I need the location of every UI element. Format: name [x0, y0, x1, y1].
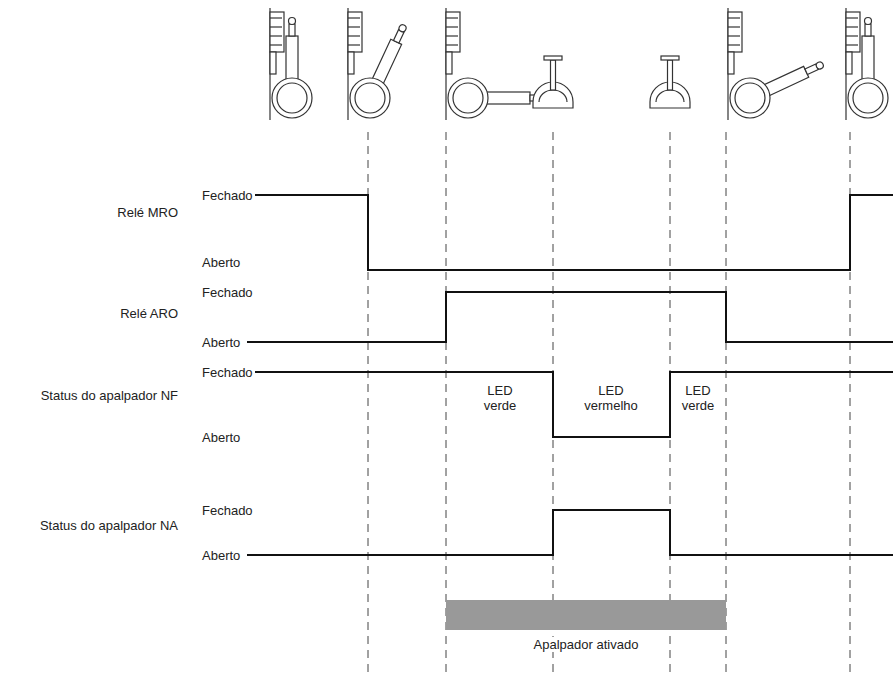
level-label: Aberto	[200, 255, 242, 270]
level-label: Fechado	[200, 503, 255, 518]
signal-trace	[247, 292, 893, 342]
activation-band: Apalpador ativado	[446, 600, 726, 630]
led-label: LED verde	[474, 383, 526, 413]
signal-name: Status do apalpador NF	[39, 388, 180, 403]
signal-name: Relé ARO	[118, 306, 180, 321]
level-label: Fechado	[200, 188, 255, 203]
level-label: Fechado	[200, 285, 255, 300]
led-label: LED vermelho	[577, 383, 645, 413]
probe-icon	[270, 8, 312, 120]
level-label: Fechado	[200, 365, 255, 380]
signal-name: Status do apalpador NA	[38, 518, 180, 533]
guide-line	[446, 132, 447, 674]
probe-icon	[728, 8, 825, 120]
signal-trace	[247, 372, 893, 437]
signal-trace	[247, 195, 893, 270]
probe-icon	[846, 8, 888, 120]
level-label: Aberto	[200, 548, 242, 563]
guide-lines	[368, 132, 850, 674]
signal-traces	[247, 195, 893, 555]
probe-icon	[348, 8, 409, 120]
signal-name: Relé MRO	[115, 205, 180, 220]
probe-icon	[650, 56, 690, 108]
level-label: Aberto	[200, 430, 242, 445]
level-label: Aberto	[200, 335, 242, 350]
probe-icon	[533, 56, 573, 108]
band-label: Apalpador ativado	[531, 637, 642, 652]
led-label: LED verde	[672, 383, 724, 413]
signal-trace	[247, 510, 893, 555]
probe-icons	[270, 8, 888, 120]
guide-line	[726, 132, 727, 674]
